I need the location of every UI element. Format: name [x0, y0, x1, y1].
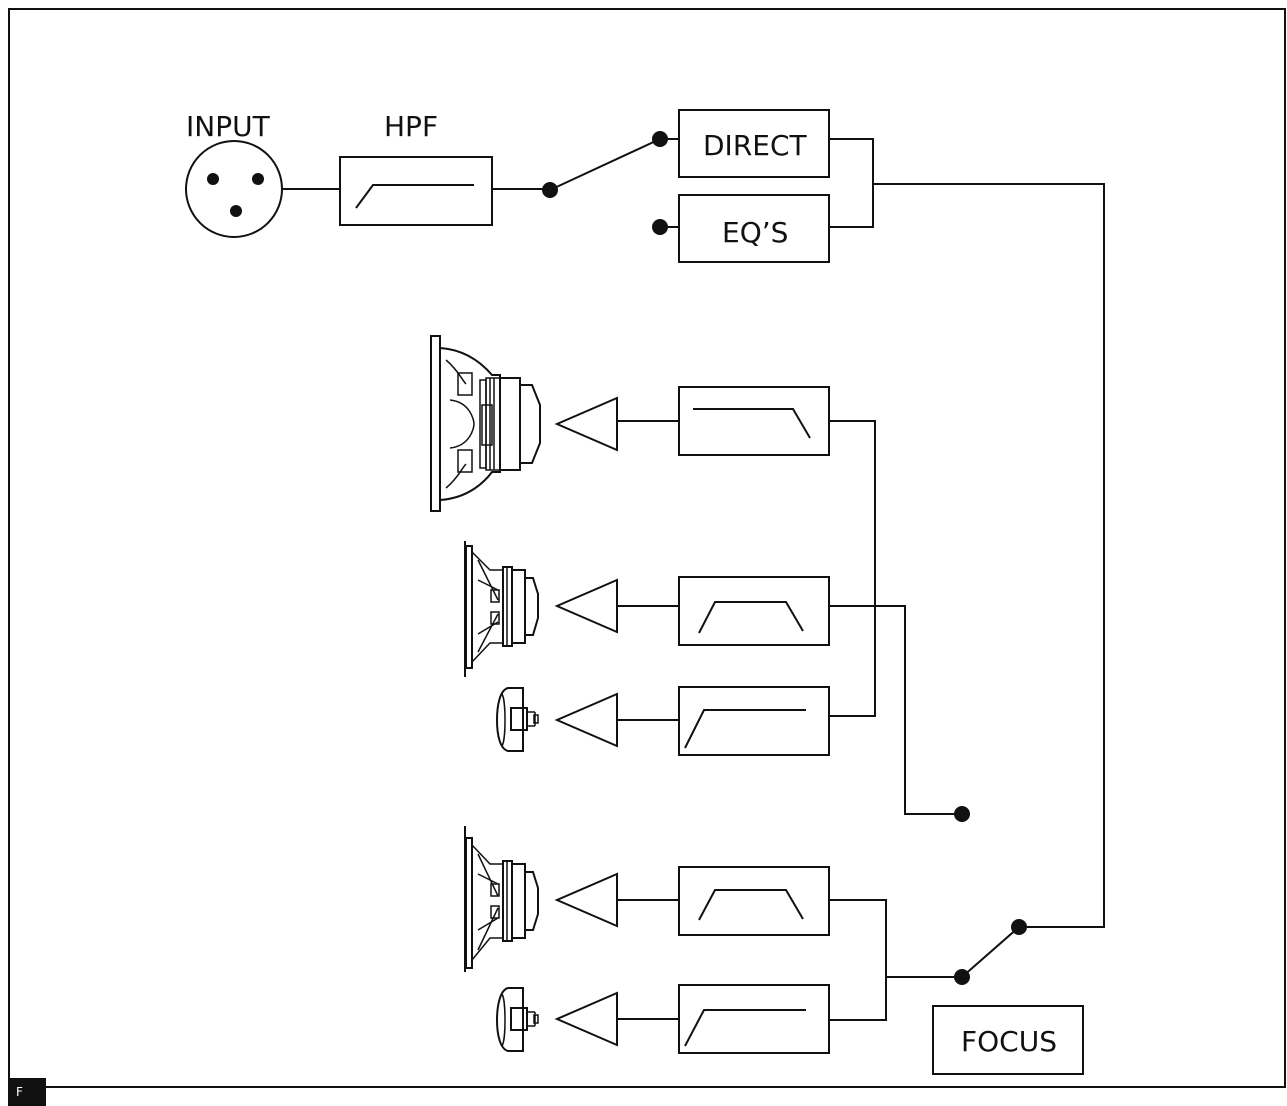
bandpass-filter-box [678, 866, 830, 936]
direct-label: DIRECT [703, 129, 808, 162]
highpass-filter-box [678, 984, 830, 1054]
highpass-curve-icon [684, 1009, 806, 1047]
switch-contact-main [954, 806, 970, 822]
bandpass-curve-icon [698, 601, 804, 634]
lowpass-filter-box [678, 386, 830, 456]
highpass-curve-icon [355, 184, 474, 209]
section-tag: F [8, 1078, 46, 1106]
amplifier-icon [554, 991, 618, 1047]
highpass-filter-box [678, 686, 830, 756]
midrange-icon [464, 541, 539, 677]
woofer-icon [430, 335, 541, 512]
amplifier-icon [554, 578, 618, 634]
amplifier-icon [554, 872, 618, 928]
input-label: INPUT [186, 110, 271, 143]
main-signal-line [873, 183, 1105, 928]
eqs-label: EQ’S [722, 216, 788, 249]
highpass-curve-icon [684, 709, 806, 749]
direct-box [678, 109, 830, 178]
bandpass-curve-icon [698, 889, 804, 921]
focus-box [932, 1005, 1084, 1075]
amplifier-icon [554, 692, 618, 748]
midrange-icon [464, 826, 539, 972]
focus-switch-arm [961, 926, 1020, 978]
hpf-label: HPF [384, 110, 438, 143]
diagram-frame [8, 8, 1286, 1088]
eqs-box [678, 194, 830, 263]
focus-label: FOCUS [961, 1025, 1057, 1058]
amplifier-icon [554, 396, 618, 452]
switch-contact-focus [1011, 919, 1027, 935]
hpf-filter-box [339, 156, 493, 226]
lowpass-curve-icon [693, 408, 811, 439]
tweeter-icon [495, 987, 539, 1052]
tweeter-icon [495, 687, 539, 752]
direct-eq-switch-arm [549, 138, 661, 191]
xlr-connector-icon [185, 140, 283, 238]
bandpass-filter-box [678, 576, 830, 646]
